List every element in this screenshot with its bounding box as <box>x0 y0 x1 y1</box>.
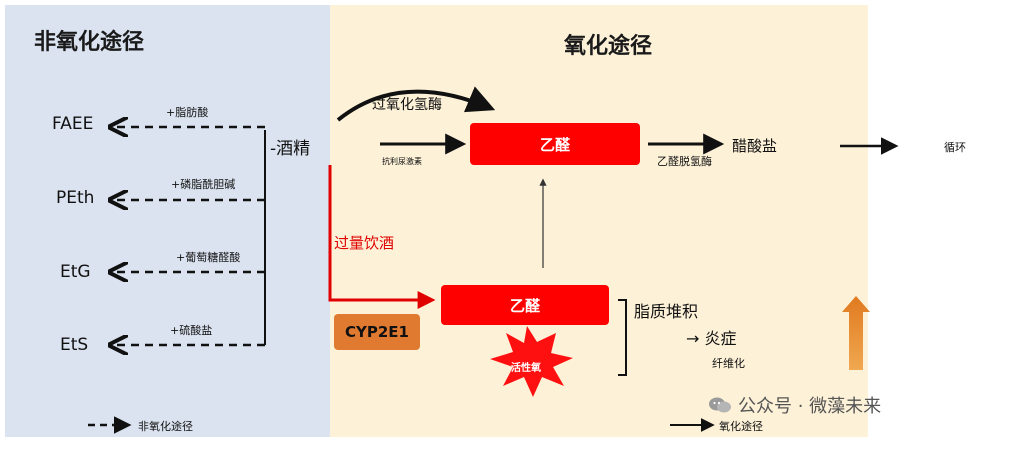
oxidative-panel <box>330 5 868 437</box>
reagent-fatty-acid: +脂肪酸 <box>166 106 209 119</box>
cycle-label: 循环 <box>944 141 966 154</box>
excess-drinking-label: 过量饮酒 <box>334 234 395 252</box>
catalase-label: 过氧化氢酶 <box>372 97 442 113</box>
fat-accumulation-label: 脂质堆积 <box>634 302 699 321</box>
oxidative-title: 氧化途径 <box>564 34 653 59</box>
aldh-label: 乙醛脱氢酶 <box>657 155 712 168</box>
ethanol-label: -酒精 <box>270 139 311 159</box>
legend-oxidative: 氧化途径 <box>719 420 763 433</box>
reagent-sulfate: +硫酸盐 <box>170 324 213 337</box>
increase-arrow <box>842 296 870 370</box>
product-ets: EtS <box>60 335 89 355</box>
inflammation-label: → 炎症 <box>686 329 737 348</box>
product-etg: EtG <box>60 262 91 282</box>
acetaldehyde-box-bottom: 乙醛 <box>441 285 609 325</box>
ros-starburst <box>490 326 573 397</box>
wechat-icon <box>709 397 731 413</box>
non-oxidative-panel <box>5 5 330 437</box>
fibrosis-label: 纤维化 <box>712 357 745 370</box>
reagent-glucuronic-acid: +葡萄糖醛酸 <box>176 251 241 264</box>
catalase-curve-arrow <box>336 86 496 122</box>
cyp2e1-badge: CYP2E1 <box>334 314 420 350</box>
acetaldehyde-box-top: 乙醛 <box>470 123 640 165</box>
watermark-text: 公众号 · 微藻未来 <box>738 396 882 417</box>
excess-drinking-path <box>328 165 436 309</box>
non-oxidative-title: 非氧化途径 <box>34 30 145 55</box>
watermark: 公众号 · 微藻未来 <box>708 392 881 418</box>
product-faee: FAEE <box>52 114 94 134</box>
antidiuretic-label: 抗利尿激素 <box>382 157 422 166</box>
legend-non-oxidative: 非氧化途径 <box>138 420 193 433</box>
product-peth: PEth <box>56 188 95 208</box>
effects-bracket <box>618 299 627 376</box>
reagent-phosphatidylcholine: +磷脂酰胆碱 <box>171 178 236 191</box>
ros-label: 活性氧 <box>511 363 541 374</box>
acetate-label: 醋酸盐 <box>732 137 778 155</box>
